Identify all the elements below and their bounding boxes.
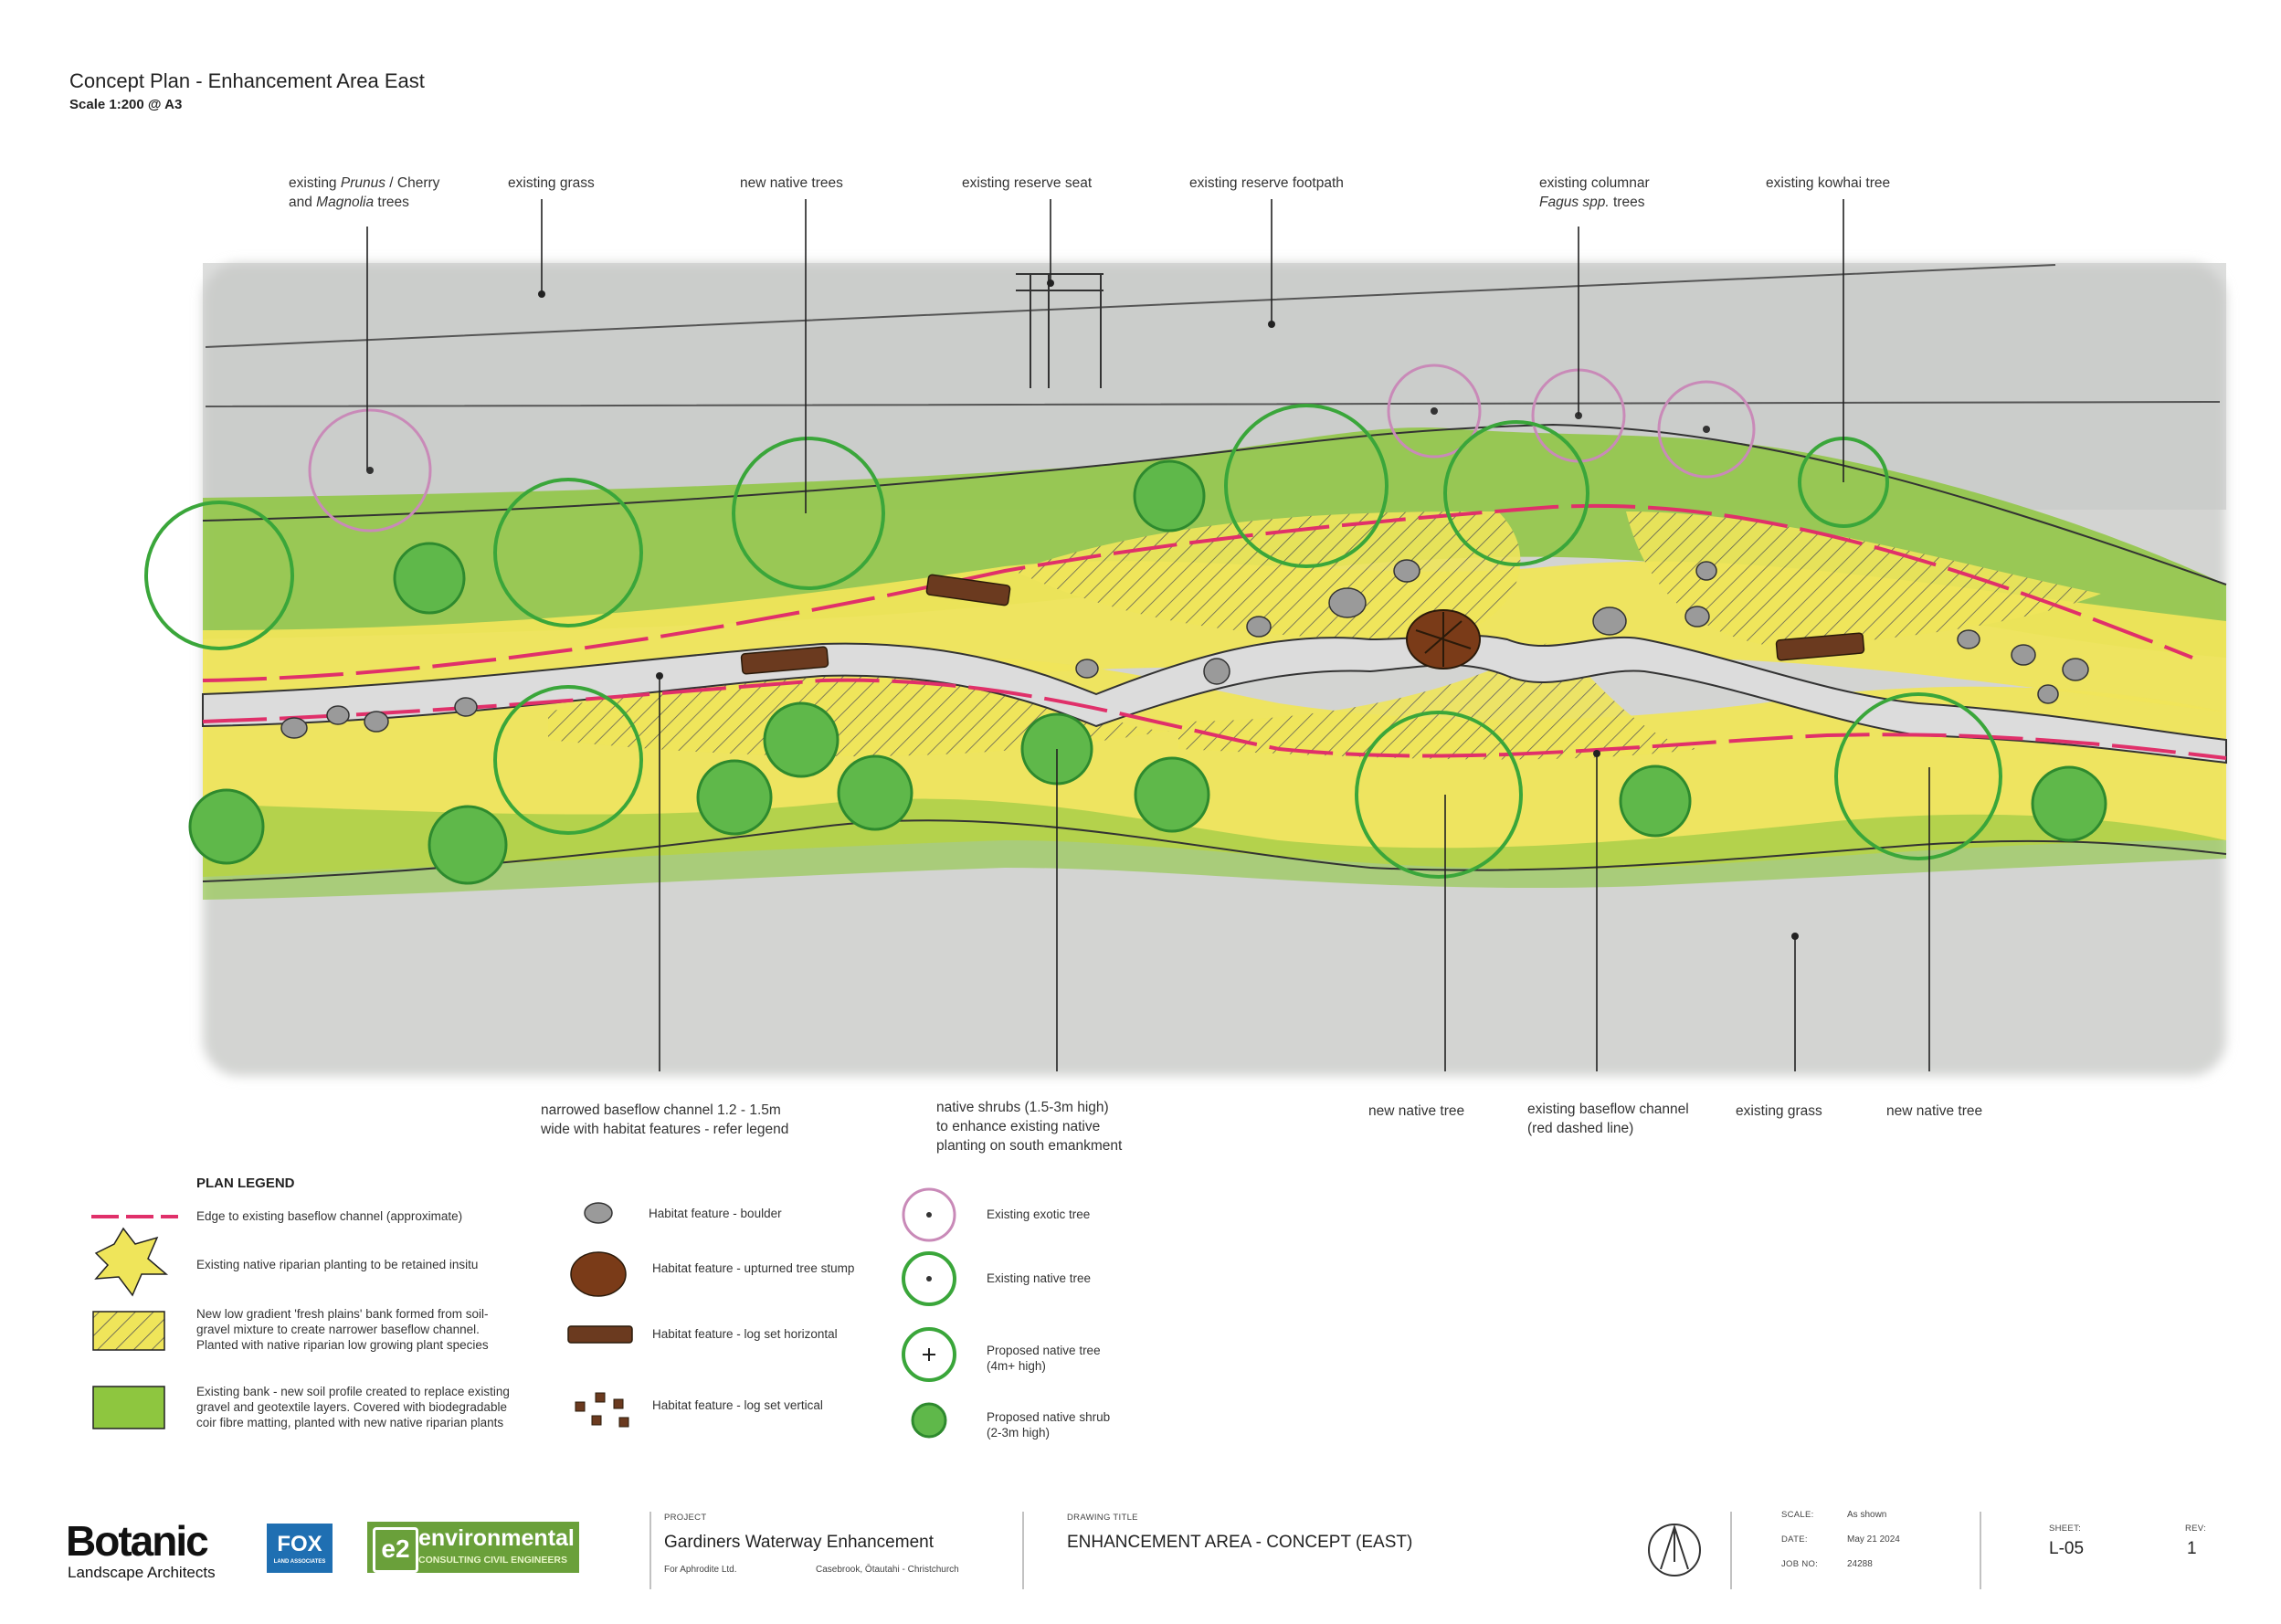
legend-item-boulder: Habitat feature - boulder <box>649 1207 782 1220</box>
legend-item-stump: Habitat feature - upturned tree stump <box>652 1261 855 1275</box>
e2-environmental-logo: e2 environmental CONSULTING CIVIL ENGINE… <box>367 1522 579 1573</box>
callout-fagus: existing columnar Fagus spp. trees <box>1539 175 1650 210</box>
project-location: Casebrook, Ōtautahi - Christchurch <box>816 1565 959 1575</box>
scale-value: As shown <box>1847 1510 1887 1520</box>
drawing-title-label: DRAWING TITLE <box>1067 1513 1138 1523</box>
callout-reserve-seat: existing reserve seat <box>962 175 1093 191</box>
legend-item-proposed-shrub: Proposed native shrub(2-3m high) <box>987 1410 1111 1439</box>
existing-channel-edge-south <box>202 678 2227 760</box>
botanic-logo: Botanic <box>66 1517 209 1565</box>
job-label: JOB NO: <box>1781 1559 1819 1569</box>
fresh-plains-north <box>1014 511 1521 639</box>
rev-label: REV: <box>2185 1524 2207 1534</box>
legend-item-log-vertical: Habitat feature - log set vertical <box>652 1398 823 1412</box>
scale-label: SCALE: <box>1781 1510 1814 1520</box>
callout-existing-grass: existing grass <box>508 175 595 191</box>
callout-existing-grass-2: existing grass <box>1736 1103 1822 1119</box>
botanic-logo-subtitle: Landscape Architects <box>68 1564 216 1581</box>
legend-item-log-horizontal: Habitat feature - log set horizontal <box>652 1327 838 1341</box>
scale-note: Scale 1:200 @ A3 <box>69 97 183 112</box>
logs <box>740 574 1865 675</box>
baseflow-channel <box>202 634 2227 765</box>
boulders <box>280 559 2089 739</box>
callout-native-shrubs: native shrubs (1.5-3m high)to enhance ex… <box>936 1100 1123 1154</box>
legend-item-existing-native-tree: Existing native tree <box>987 1271 1092 1285</box>
callout-reserve-footpath: existing reserve footpath <box>1189 175 1344 191</box>
legend-item-fresh-plains: New low gradient 'fresh plains' bank for… <box>196 1307 489 1352</box>
legend-item-channel-edge: Edge to existing baseflow channel (appro… <box>196 1209 463 1223</box>
job-value: 24288 <box>1847 1559 1873 1569</box>
drawing-title: ENHANCEMENT AREA - CONCEPT (EAST) <box>1067 1533 1413 1552</box>
rev-value: 1 <box>2187 1539 2197 1558</box>
project-label: PROJECT <box>664 1513 707 1523</box>
upturned-stump <box>1406 609 1481 670</box>
legend-heading: PLAN LEGEND <box>196 1176 295 1191</box>
legend-item-existing-bank: Existing bank - new soil profile created… <box>196 1385 510 1429</box>
legend-item-exotic-tree: Existing exotic tree <box>987 1207 1091 1221</box>
sheet-label: SHEET: <box>2049 1524 2082 1534</box>
reserve-seat <box>1016 273 1104 388</box>
legend-swatches <box>91 1187 956 1439</box>
date-value: May 21 2024 <box>1847 1534 1900 1545</box>
callout-new-native-tree-2: new native tree <box>1886 1103 1983 1119</box>
callout-prunus: existing Prunus / Cherry and Magnolia tr… <box>289 175 440 210</box>
native-trees <box>144 404 2002 879</box>
native-shrubs <box>188 459 2107 885</box>
leader-lines <box>366 199 1930 1071</box>
legend-item-proposed-tree: Proposed native tree(4m+ high) <box>987 1344 1101 1373</box>
sheet-value: L-05 <box>2049 1539 2085 1558</box>
footpath-lines <box>205 264 2221 407</box>
callout-existing-baseflow: existing baseflow channel(red dashed lin… <box>1527 1102 1689 1136</box>
exotic-trees <box>308 364 1756 533</box>
project-client: For Aphrodite Ltd. <box>664 1565 737 1575</box>
north-arrow-icon <box>1648 1524 1701 1577</box>
callout-new-native-trees: new native trees <box>740 175 843 191</box>
date-label: DATE: <box>1781 1534 1808 1545</box>
fox-logo: FOX LAND ASSOCIATES <box>267 1524 333 1573</box>
callout-new-native-tree-1: new native tree <box>1368 1103 1465 1119</box>
existing-channel-edge-north <box>202 503 2193 682</box>
page-title: Concept Plan - Enhancement Area East <box>69 69 425 92</box>
callout-kowhai: existing kowhai tree <box>1766 175 1891 191</box>
legend-item-riparian-retained: Existing native riparian planting to be … <box>196 1258 479 1271</box>
project-name: Gardiners Waterway Enhancement <box>664 1533 934 1552</box>
title-block-dividers <box>649 1512 1981 1589</box>
